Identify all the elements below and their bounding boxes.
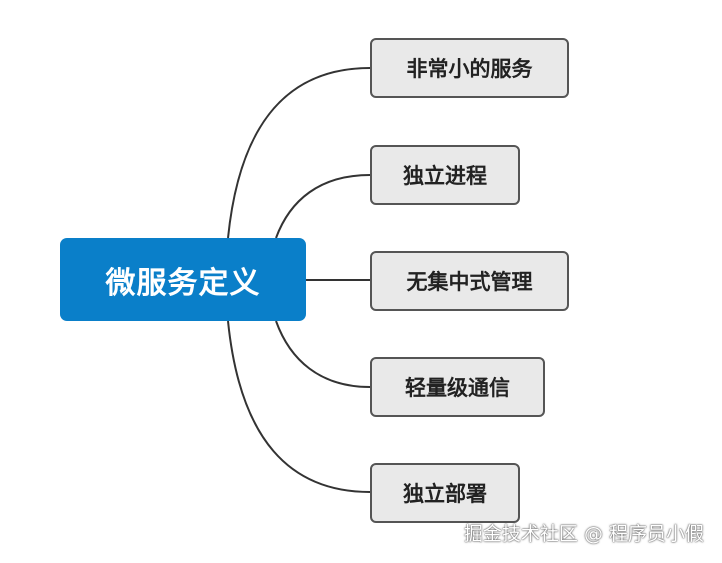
root-node: 微服务定义 — [60, 238, 306, 321]
connector-to-node-1 — [227, 67, 371, 239]
child-node-label: 独立进程 — [403, 164, 487, 188]
child-node: 非常小的服务 — [370, 38, 569, 98]
connector-to-node-2 — [275, 174, 371, 239]
child-node-label: 无集中式管理 — [406, 270, 533, 294]
child-node-label: 独立部署 — [403, 482, 487, 506]
child-node: 独立部署 — [370, 463, 520, 523]
child-node-label: 非常小的服务 — [406, 57, 533, 81]
connector-to-node-5 — [227, 320, 371, 493]
connector-to-node-4 — [275, 320, 371, 388]
watermark: 掘金技术社区 @ 程序员小假 — [463, 523, 704, 545]
child-node: 无集中式管理 — [370, 251, 569, 311]
child-node-label: 轻量级通信 — [405, 376, 510, 400]
root-node-label: 微服务定义 — [105, 265, 261, 301]
child-node: 独立进程 — [370, 145, 520, 205]
child-node: 轻量级通信 — [370, 357, 545, 417]
